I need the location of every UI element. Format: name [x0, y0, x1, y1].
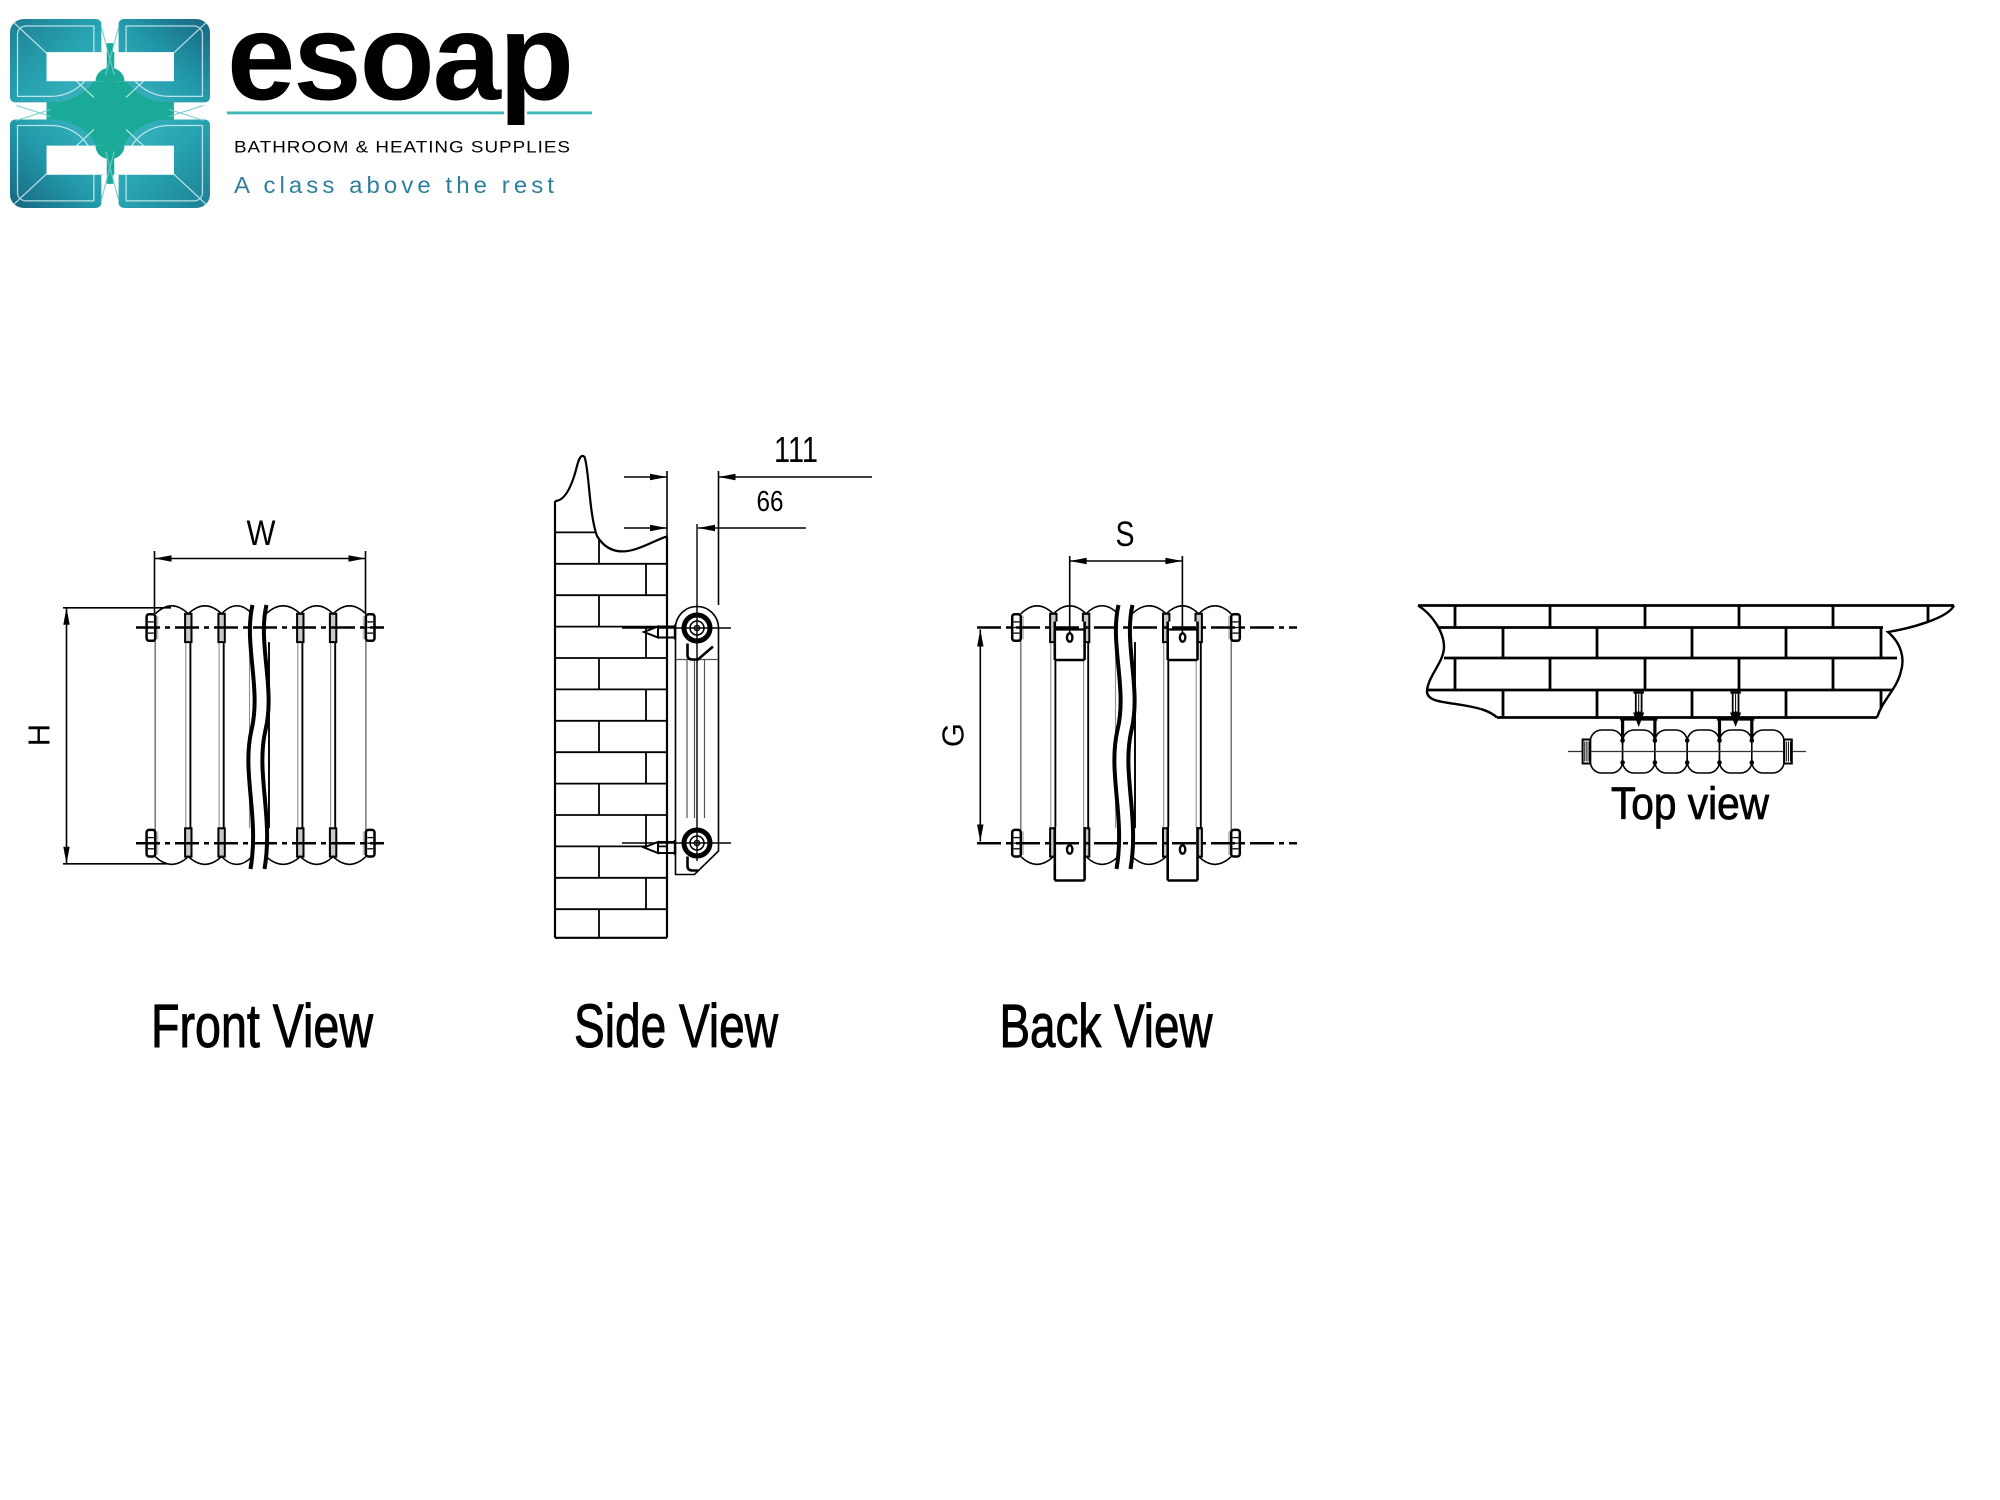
svg-text:Top view: Top view	[1611, 778, 1769, 829]
svg-text:A class above the rest: A class above the rest	[234, 172, 558, 198]
svg-text:66: 66	[757, 486, 784, 518]
svg-text:Back View: Back View	[1000, 992, 1214, 1060]
svg-text:Front View: Front View	[151, 992, 374, 1060]
svg-text:BATHROOM & HEATING SUPPLIES: BATHROOM & HEATING SUPPLIES	[234, 138, 571, 157]
svg-text:G: G	[936, 723, 971, 747]
svg-text:111: 111	[774, 429, 818, 470]
svg-text:S: S	[1116, 515, 1135, 554]
svg-text:W: W	[247, 514, 276, 553]
svg-text:Side View: Side View	[574, 992, 779, 1060]
svg-text:H: H	[22, 724, 57, 746]
svg-text:esoap: esoap	[227, 0, 572, 127]
